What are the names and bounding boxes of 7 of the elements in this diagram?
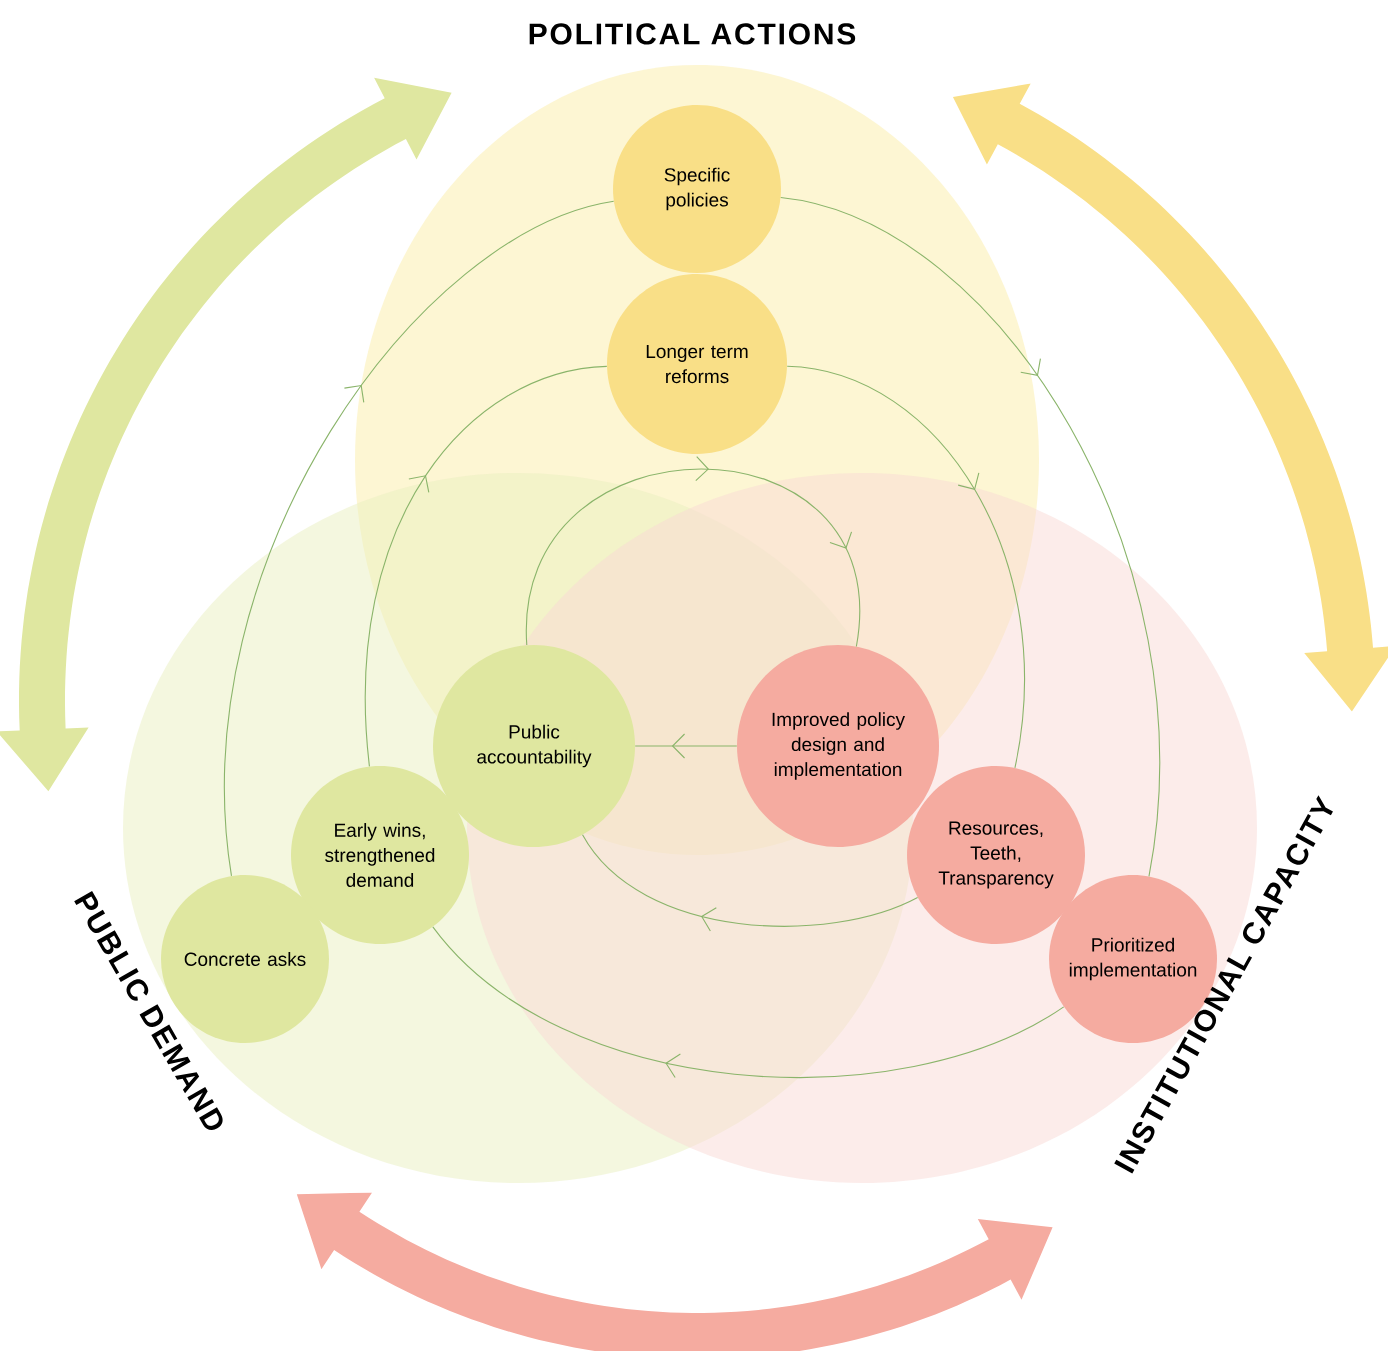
circle-node: Early wins, strengthened demand bbox=[291, 766, 469, 944]
circle-node: Improved policy design and implementation bbox=[737, 645, 939, 847]
circle-node: Public accountability bbox=[433, 645, 635, 847]
circle-node: Resources, Teeth, Transparency bbox=[907, 766, 1085, 944]
circle-node: Specific policies bbox=[613, 105, 781, 273]
circle-node: Longer term reforms bbox=[607, 274, 787, 454]
section-heading: POLITICAL ACTIONS bbox=[529, 23, 856, 45]
